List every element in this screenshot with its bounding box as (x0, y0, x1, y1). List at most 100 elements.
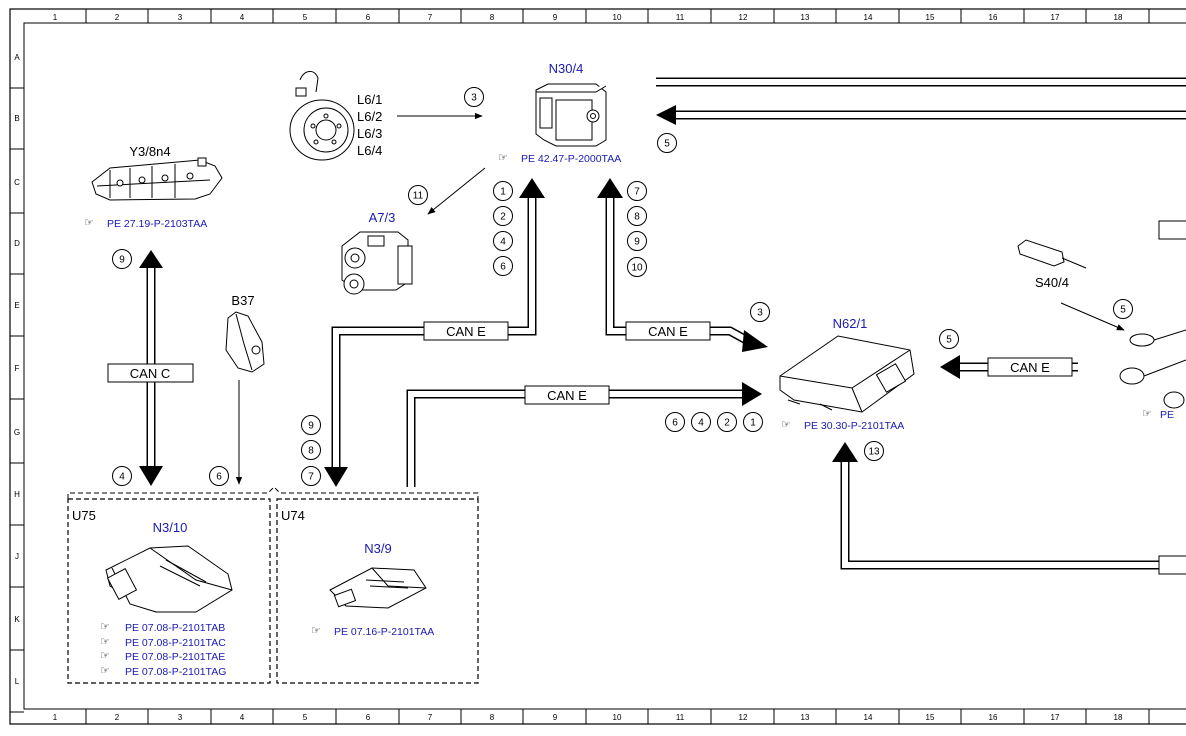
diagram-frame (9, 8, 1186, 725)
svg-text:5: 5 (1120, 305, 1126, 316)
brake-disc-icon (289, 71, 355, 161)
svg-text:9: 9 (308, 421, 314, 432)
n62-reference-link[interactable]: PE 30.30-P-2101TAA (804, 420, 904, 432)
hand-pointer-icon: ☞ (100, 636, 110, 648)
n30-reference-link[interactable]: PE 42.47-P-2000TAA (521, 153, 621, 165)
group-u74[interactable]: U74 N3/9 ☞ PE 07.16-P-2101TAA (276, 498, 479, 684)
component-a7-3[interactable]: A7/3 (341, 210, 413, 295)
can-e-label: CAN E (648, 324, 688, 339)
u75-reference-link-1[interactable]: PE 07.08-P-2101TAB (125, 622, 225, 634)
grid-row-label: H (14, 490, 20, 499)
signal-number-circle: 2 (717, 412, 737, 432)
grid-column-label: 2 (115, 713, 120, 722)
wheel-label-4: L6/4 (357, 143, 382, 158)
grid-column-label: 5 (303, 13, 308, 22)
u75-reference-link-4[interactable]: PE 07.08-P-2101TAG (125, 666, 226, 678)
component-b37[interactable]: B37 (225, 293, 265, 373)
grid-column-label: 14 (864, 13, 873, 22)
svg-text:6: 6 (216, 472, 222, 483)
grid-column-label: 11 (676, 713, 685, 722)
switch-icon (1017, 239, 1186, 409)
y3-reference-link[interactable]: PE 27.19-P-2103TAA (107, 218, 207, 230)
grid-column-label: 16 (989, 713, 998, 722)
s40-label: S40/4 (1035, 275, 1069, 290)
component-n30-4[interactable]: N30/4 ☞ PE 42.47-P-2000TAA (498, 61, 621, 165)
n3-9-label: N3/9 (364, 541, 391, 556)
grid-column-label: 17 (1051, 13, 1060, 22)
bus-label-can-e-2: CAN E (625, 321, 711, 341)
signal-number-circle: 7 (627, 181, 647, 201)
grid-row-label: C (14, 178, 20, 187)
signal-number-circle: 13 (864, 441, 884, 461)
component-n62-1[interactable]: N62/1 ☞ PE 30.30-P-2101TAA (779, 316, 915, 432)
parking-control-unit-icon (779, 335, 915, 413)
hand-pointer-icon: ☞ (781, 419, 791, 431)
svg-text:8: 8 (634, 212, 640, 223)
grid-column-label: 15 (926, 713, 935, 722)
hand-pointer-icon: ☞ (84, 217, 94, 229)
grid-column-label: 14 (864, 713, 873, 722)
signal-number-circle: 1 (743, 412, 763, 432)
signal-number-circle: 5 (1113, 299, 1133, 319)
grid-row-label: A (14, 53, 20, 62)
s40-reference-link-partial[interactable]: PE (1160, 409, 1174, 421)
grid-column-label: 8 (490, 13, 495, 22)
signal-number-circle: 6 (209, 466, 229, 486)
svg-text:2: 2 (500, 212, 506, 223)
svg-text:6: 6 (500, 262, 506, 273)
n3-10-label: N3/10 (153, 520, 188, 535)
signal-number-circle: 3 (464, 87, 484, 107)
component-wheel-speed-sensors[interactable]: L6/1 L6/2 L6/3 L6/4 (289, 71, 382, 161)
grid-row-label: K (14, 615, 20, 624)
bus-label-can-e-4: CAN E (987, 357, 1073, 377)
signal-number-circle: 4 (112, 466, 132, 486)
grid-column-label: 2 (115, 13, 120, 22)
can-e-label: CAN E (547, 388, 587, 403)
svg-text:10: 10 (631, 263, 643, 274)
grid-column-label: 1 (53, 13, 58, 22)
n30-label: N30/4 (549, 61, 584, 76)
signal-number-circle: 9 (112, 249, 132, 269)
signal-number-circle: 4 (691, 412, 711, 432)
u74-label: U74 (281, 508, 305, 523)
abs-control-unit-icon (535, 83, 607, 147)
component-y3-8n4[interactable]: Y3/8n4 ☞ PE 27.19-P-2103TAA (84, 144, 223, 230)
grid-row-label: J (15, 552, 19, 561)
svg-text:5: 5 (664, 139, 670, 150)
svg-text:9: 9 (119, 255, 125, 266)
wheel-label-1: L6/1 (357, 92, 382, 107)
svg-text:1: 1 (500, 187, 506, 198)
signal-number-circle: 6 (665, 412, 685, 432)
svg-text:6: 6 (672, 418, 678, 429)
u74-reference-link[interactable]: PE 07.16-P-2101TAA (334, 626, 434, 638)
hand-pointer-icon: ☞ (498, 152, 508, 164)
pedal-sensor-icon (225, 311, 265, 373)
grid-row-label: L (15, 677, 20, 686)
hand-pointer-icon: ☞ (100, 621, 110, 633)
component-s40-4[interactable]: S40/4 ☞ PE (1017, 239, 1186, 421)
grid-column-label: 1 (53, 713, 58, 722)
grid-column-label: 7 (428, 713, 433, 722)
u75-reference-link-2[interactable]: PE 07.08-P-2101TAC (125, 637, 226, 649)
grid-column-label: 15 (926, 13, 935, 22)
grid-column-label: 5 (303, 713, 308, 722)
engine-ecu-icon (329, 567, 427, 609)
svg-text:7: 7 (308, 472, 314, 483)
grid-column-label: 10 (613, 713, 622, 722)
wheel-label-3: L6/3 (357, 126, 382, 141)
wheel-label-2: L6/2 (357, 109, 382, 124)
can-e-label: CAN E (446, 324, 486, 339)
grid-column-label: 4 (240, 13, 245, 22)
y3-label: Y3/8n4 (129, 144, 170, 159)
grid-column-label: 10 (613, 13, 622, 22)
svg-text:13: 13 (868, 447, 880, 458)
grid-column-label: 6 (366, 713, 371, 722)
group-u75[interactable]: U75 N3/10 ☞ PE 07.08-P-2101TAB ☞ PE 07.0… (67, 498, 271, 684)
hand-pointer-icon: ☞ (100, 650, 110, 662)
grid-column-label: 18 (1114, 13, 1123, 22)
u75-reference-link-3[interactable]: PE 07.08-P-2101TAE (125, 651, 225, 663)
grid-column-label: 12 (739, 713, 748, 722)
